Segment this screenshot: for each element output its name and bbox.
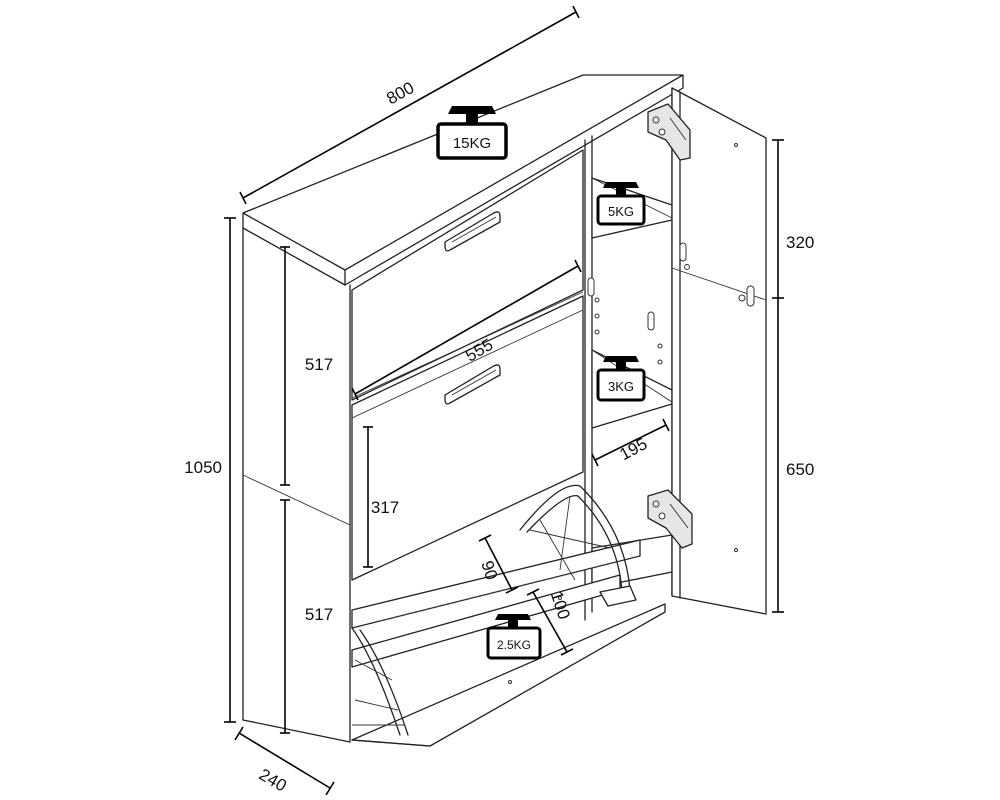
lower-flap-label: 517 [305,605,333,624]
lower-flap-dimension: 517 [280,499,333,734]
hinge-icon [647,103,691,161]
hinge-icon [647,489,693,549]
handle-icon [444,211,501,252]
compartment-label: 317 [371,498,399,517]
upper-flap-drawer[interactable] [351,149,584,401]
door-lower-label: 650 [786,460,814,479]
weight-icon: 5KG [596,182,646,226]
rack-a-label: 90 [477,558,501,582]
upper-flap-label: 517 [305,355,333,374]
load-rack-label: 2.5KG [497,638,531,652]
depth-label: 240 [256,765,290,796]
door-dimension: 320 650 [772,139,814,613]
upper-flap-dimension: 517 [280,246,333,486]
middle-flap-drawer[interactable] [351,295,584,581]
handle-icon [444,364,501,405]
weight-icon: 2.5KG [486,614,542,660]
load-middle-shelf-label: 3KG [608,379,634,394]
shoe-rack-tilt-out[interactable] [351,484,666,747]
height-dimension: 1050 [184,217,236,723]
rack-dimension-a: 90 [477,534,519,594]
load-top-label: 15KG [453,135,491,152]
door-upper-label: 320 [786,233,814,252]
load-upper-shelf-label: 5KG [608,204,634,219]
weight-icon: 15KG [436,106,508,160]
shelf-depth-dimension: 195 [591,418,670,467]
depth-dimension: 240 [234,726,335,796]
compartment-dimension: 317 [363,426,399,568]
weight-icon: 3KG [596,356,646,402]
shelf-depth-label: 195 [616,434,650,464]
height-label: 1050 [184,458,222,477]
